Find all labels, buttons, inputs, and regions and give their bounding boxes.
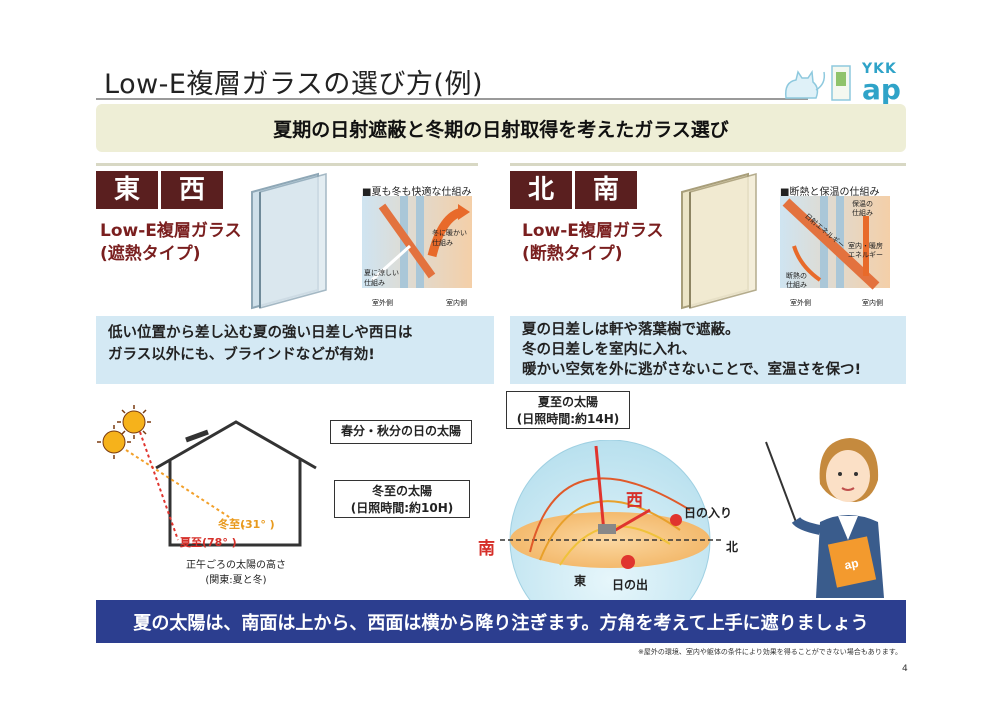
label-west: 西 (626, 491, 643, 511)
label-keep-warm: 保温の仕組み (852, 200, 873, 217)
label-indoor-right: 室内側 (862, 299, 883, 307)
section-divider-right (510, 163, 906, 166)
presenter-illustration: ap (765, 438, 884, 598)
label-summer-cool: 夏に涼しい仕組み (364, 269, 399, 287)
footnote: ※屋外の環境、室内や躯体の条件により効果を得ることができない場合もあります。 (637, 648, 902, 656)
description-box-north-south: 夏の日差しは軒や落葉樹で遮蔽。 冬の日差しを室内に入れ、 暖かい空気を外に逃がさ… (510, 316, 906, 384)
callout-summer-solstice: 夏至の太陽 (日照時間:約14H) (506, 391, 630, 429)
mechanism-title-right: ■断熱と保温の仕組み (780, 187, 880, 198)
direction-label-east-west: 東西 (96, 171, 226, 209)
svg-text:ap: ap (843, 556, 860, 573)
label-winter-warm: 冬に暖かい仕組み (432, 229, 467, 247)
label-summer-angle: 夏至(78° ) (180, 536, 237, 549)
summer-sun-icon (117, 405, 151, 439)
label-sunrise: 日の出 (612, 578, 649, 592)
glass-type-label-insulation: Low-E複層ガラス (断熱タイプ) (522, 221, 664, 264)
mechanism-diagram-left (362, 196, 472, 288)
label-outdoor-left: 室外側 (372, 299, 393, 307)
house-diagram-caption: 正午ごろの太陽の高さ (関東:夏と冬) (186, 560, 286, 586)
page-number: 4 (902, 664, 908, 674)
callout-equinox: 春分・秋分の日の太陽 (330, 420, 472, 444)
label-indoor-left: 室内側 (446, 299, 467, 307)
glass-pane-illustration-left (251, 172, 327, 310)
summary-bar: 夏の太陽は、南面は上から、西面は横から降り注ぎます。方角を考えて上手に遮りましょ… (96, 600, 906, 643)
label-indoor-energy: 室内・暖房エネルギー (848, 242, 883, 259)
page-title: Low-E複層ガラスの選び方(例) (104, 69, 483, 100)
cat-mascot-icon (784, 65, 851, 101)
callout-winter-solstice: 冬至の太陽 (日照時間:約10H) (334, 480, 470, 518)
house-sun-angle-diagram (97, 405, 317, 547)
label-east: 東 (574, 574, 587, 588)
glass-pane-illustration-right (681, 172, 757, 310)
winter-sun-icon (97, 425, 131, 459)
glass-type-label-heat-shield: Low-E複層ガラス (遮熱タイプ) (100, 221, 242, 264)
direction-label-north-south: 北南 (510, 171, 640, 209)
section-divider-left (96, 163, 478, 166)
title-underline (96, 98, 808, 100)
description-box-east-west: 低い位置から差し込む夏の強い日差しや西日は ガラス以外にも、ブラインドなどが有効… (96, 316, 494, 384)
label-outdoor-right: 室外側 (790, 299, 811, 307)
mechanism-diagram-right (780, 196, 890, 290)
headline-banner: 夏期の日射遮蔽と冬期の日射取得を考えたガラス選び (96, 104, 906, 152)
label-winter-angle: 冬至(31° ) (218, 518, 275, 531)
label-insulation: 断熱の仕組み (786, 272, 807, 289)
sun-path-diagram (500, 440, 722, 600)
label-south: 南 (478, 539, 495, 559)
label-north: 北 (726, 540, 739, 554)
label-sunset: 日の入り (684, 506, 733, 520)
ykk-ap-logo: YKK ap (862, 61, 901, 106)
mechanism-title-left: ■夏も冬も快適な仕組み (362, 187, 472, 198)
